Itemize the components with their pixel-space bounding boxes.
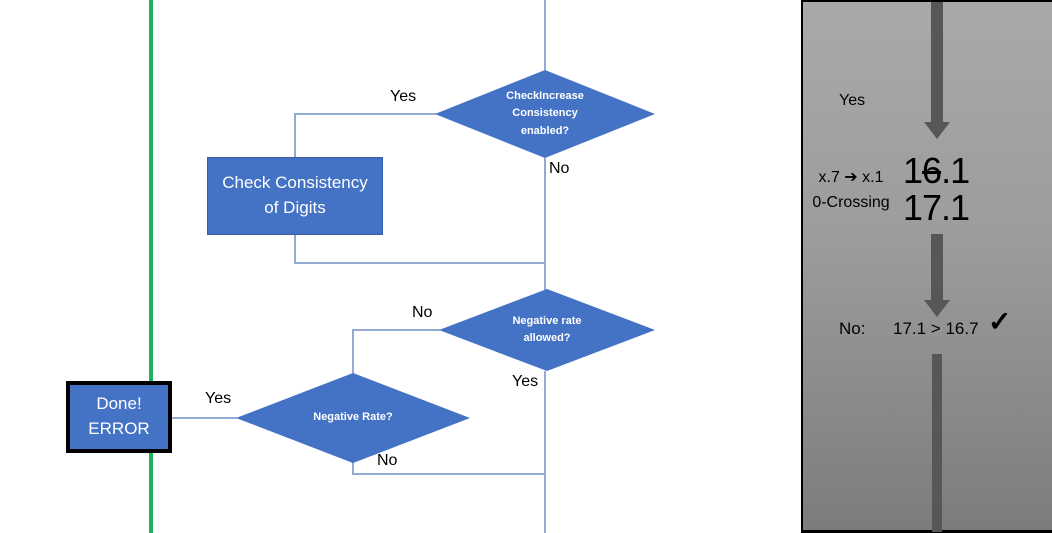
down-arrow2-icon xyxy=(931,234,943,300)
down-arrow3-shaft-icon xyxy=(932,354,942,532)
connector-down-to-process xyxy=(294,113,296,157)
branch-label-no-bottom: No xyxy=(377,452,398,469)
done-error-label: Done! ERROR xyxy=(88,394,150,438)
struck-digit: 6 xyxy=(922,150,942,191)
connector-process-merge xyxy=(294,262,546,264)
connector-no-down xyxy=(544,158,546,290)
connector-process-down xyxy=(294,235,296,263)
connector-negrate-down xyxy=(352,462,354,474)
panel-result-no: No: xyxy=(839,319,866,338)
panel-values: 16.1 17.1 xyxy=(903,150,970,228)
connector-negrate-merge xyxy=(352,473,546,475)
panel-rule-text: x.7 ➔ x.1 0-Crossing xyxy=(812,169,890,211)
green-guide-line xyxy=(149,0,153,533)
notes-panel: Yes x.7 ➔ x.1 0-Crossing 16.1 17.1 No: 1… xyxy=(801,0,1052,533)
down-arrow2-head-icon xyxy=(924,300,950,317)
done-error-box: Done! ERROR xyxy=(66,381,172,453)
connector-yes-to-process xyxy=(295,113,436,115)
process-check-digits-label: Check Consistency of Digits xyxy=(222,173,368,217)
decision-negative-rate-allowed: Negative rate allowed? xyxy=(439,289,655,371)
panel-yes-label: Yes xyxy=(839,92,866,109)
down-arrow-head-icon xyxy=(924,122,950,139)
panel-value-new: 17.1 xyxy=(903,187,970,228)
branch-label-no-top: No xyxy=(549,160,570,177)
connector-down-to-negrate xyxy=(352,329,354,373)
decision-negative-rate: Negative Rate? xyxy=(236,373,470,463)
branch-label-yes-bottom: Yes xyxy=(205,390,232,407)
connector-yes-to-done xyxy=(172,417,237,419)
process-check-consistency-of-digits: Check Consistency of Digits xyxy=(207,157,383,235)
decision-negative-rate-label: Negative Rate? xyxy=(313,411,393,424)
branch-label-yes-mid: Yes xyxy=(512,373,539,390)
decision-check-increase-label: CheckIncrease Consistency enabled? xyxy=(506,90,584,137)
connector-bottom-exit xyxy=(544,371,546,533)
panel-result-comparison: 17.1 > 16.7 xyxy=(893,319,979,338)
decision-check-increase-consistency: CheckIncrease Consistency enabled? xyxy=(435,70,655,158)
panel-value-old: 16.1 xyxy=(903,150,970,191)
down-arrow-icon xyxy=(931,2,943,122)
decision-negative-rate-allowed-label: Negative rate allowed? xyxy=(512,314,582,344)
connector-no-to-left xyxy=(352,329,440,331)
connector-top-entry xyxy=(544,0,546,70)
checkmark-icon: ✓ xyxy=(988,306,1012,337)
branch-label-yes-top: Yes xyxy=(390,88,417,105)
branch-label-no-mid: No xyxy=(412,304,433,321)
